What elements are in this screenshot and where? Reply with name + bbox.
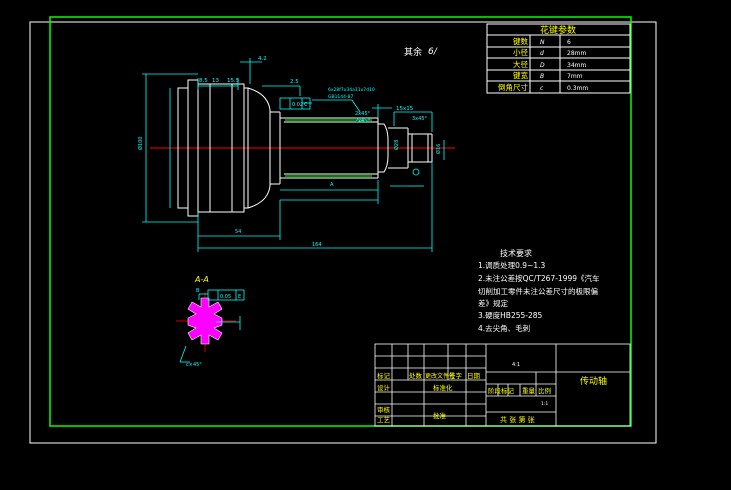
tb-row1: 日期 <box>467 372 481 380</box>
param-val: 0.3mm <box>567 85 588 92</box>
roughness-label: 其余 <box>404 46 422 58</box>
tb-row1: 更改文件号 <box>425 372 455 380</box>
outer-frame <box>29 21 657 444</box>
tech-req-line: 3.硬度HB255-285 <box>478 310 543 320</box>
tech-requirements: 技术要求 1.调质处理0.9~1.3 2.未注公差按QC/T267-1999《汽… <box>478 248 600 333</box>
tech-req-line: 2.未注公差按QC/T267-1999《汽车 <box>478 273 600 283</box>
fcf-datum: C <box>304 102 308 108</box>
sec-angle: c×45° <box>186 362 202 368</box>
datum-a: A <box>330 182 334 188</box>
tb-small: 1:1 <box>541 401 548 407</box>
shaft-main-view: 4.2 8.5 13 15.5 2.5 0.02 C 6x28f7x34a11x… <box>137 56 455 252</box>
dim-c: 15.5 <box>227 78 240 84</box>
tb-row2: 标准化 <box>433 383 453 392</box>
len-mid: 54 <box>235 229 241 235</box>
tb-row2: 设计 <box>377 383 391 392</box>
param-val: 34mm <box>567 62 586 69</box>
dia-end: Ø16 <box>435 144 442 154</box>
params-table: 花键参数 键数 N 6 小径 d 28mm 大径 D 34mm 键宽 B 7mm… <box>486 23 631 94</box>
section-label: A-A <box>194 275 209 284</box>
param-sym: B <box>540 73 544 80</box>
spline-cross-section <box>187 297 223 345</box>
param-val: 7mm <box>567 73 583 80</box>
param-val: 6 <box>567 39 571 46</box>
tb-stage: 阶段标记 <box>488 386 515 395</box>
chamfer2: 2x45° <box>355 118 371 124</box>
groove-dim: 15x15 <box>396 106 414 112</box>
param-sym: c <box>540 85 544 92</box>
chamfer3: 3x45° <box>412 116 428 122</box>
param-name: 键数 <box>513 36 528 46</box>
tb-row3: 批准 <box>433 411 447 420</box>
params-table-title: 花键参数 <box>540 24 576 36</box>
spline-std: GB1144-87 <box>328 94 354 100</box>
sec-b: B <box>196 288 200 294</box>
tb-weight: 重量 <box>522 387 536 395</box>
sec-fcf: 0.05 <box>220 294 231 300</box>
dim-top1: 4.2 <box>258 56 267 62</box>
param-sym: D <box>540 62 545 69</box>
tb-part-name: 传动轴 <box>580 375 607 387</box>
tb-row1: 处数 <box>409 371 423 380</box>
dia-small: Ø28 <box>393 140 400 150</box>
tech-req-title: 技术要求 <box>500 248 532 258</box>
len-total: 164 <box>312 242 322 248</box>
big-dia: Ø100 <box>137 137 144 150</box>
inner-frame <box>49 16 632 427</box>
param-name: 键宽 <box>513 70 528 80</box>
param-sym: N <box>540 39 545 46</box>
tech-req-line: 差》规定 <box>478 298 508 308</box>
param-name: 小径 <box>513 47 528 57</box>
tech-req-line: 切削加工零件未注公差尺寸的极限偏 <box>478 286 598 296</box>
section-view-a-a: A-A 0.05 E B c×45° <box>176 275 245 368</box>
tb-sheets: 共 张 第 张 <box>500 415 535 424</box>
param-name: 大径 <box>513 59 528 69</box>
tb-row3: 审核 <box>377 405 391 414</box>
tb-scale: 4:1 <box>512 362 520 368</box>
tech-req-line: 1.调质处理0.9~1.3 <box>478 260 546 270</box>
tb-row1: 标记 <box>377 371 391 380</box>
param-sym: d <box>540 50 544 57</box>
tech-req-line: 4.去尖角、毛刺 <box>478 323 530 333</box>
dim-a: 8.5 <box>199 78 208 84</box>
dim-d: 2.5 <box>290 79 299 85</box>
chamfer1: 2x45° <box>355 111 371 117</box>
dim-b: 13 <box>212 78 219 84</box>
roughness-value: 6/ <box>428 47 438 57</box>
tb-row3: 工艺 <box>377 416 391 424</box>
sec-datum: E <box>238 294 241 300</box>
tb-row1: 签字 <box>449 371 463 380</box>
param-name: 倒角尺寸 <box>498 82 528 92</box>
title-block <box>374 343 631 427</box>
param-val: 28mm <box>567 50 586 57</box>
fcf-value: 0.02 <box>292 102 303 108</box>
tb-scale-label: 比例 <box>538 386 551 395</box>
spline-spec: 6x28f7x34a11x7d10 <box>328 87 375 93</box>
